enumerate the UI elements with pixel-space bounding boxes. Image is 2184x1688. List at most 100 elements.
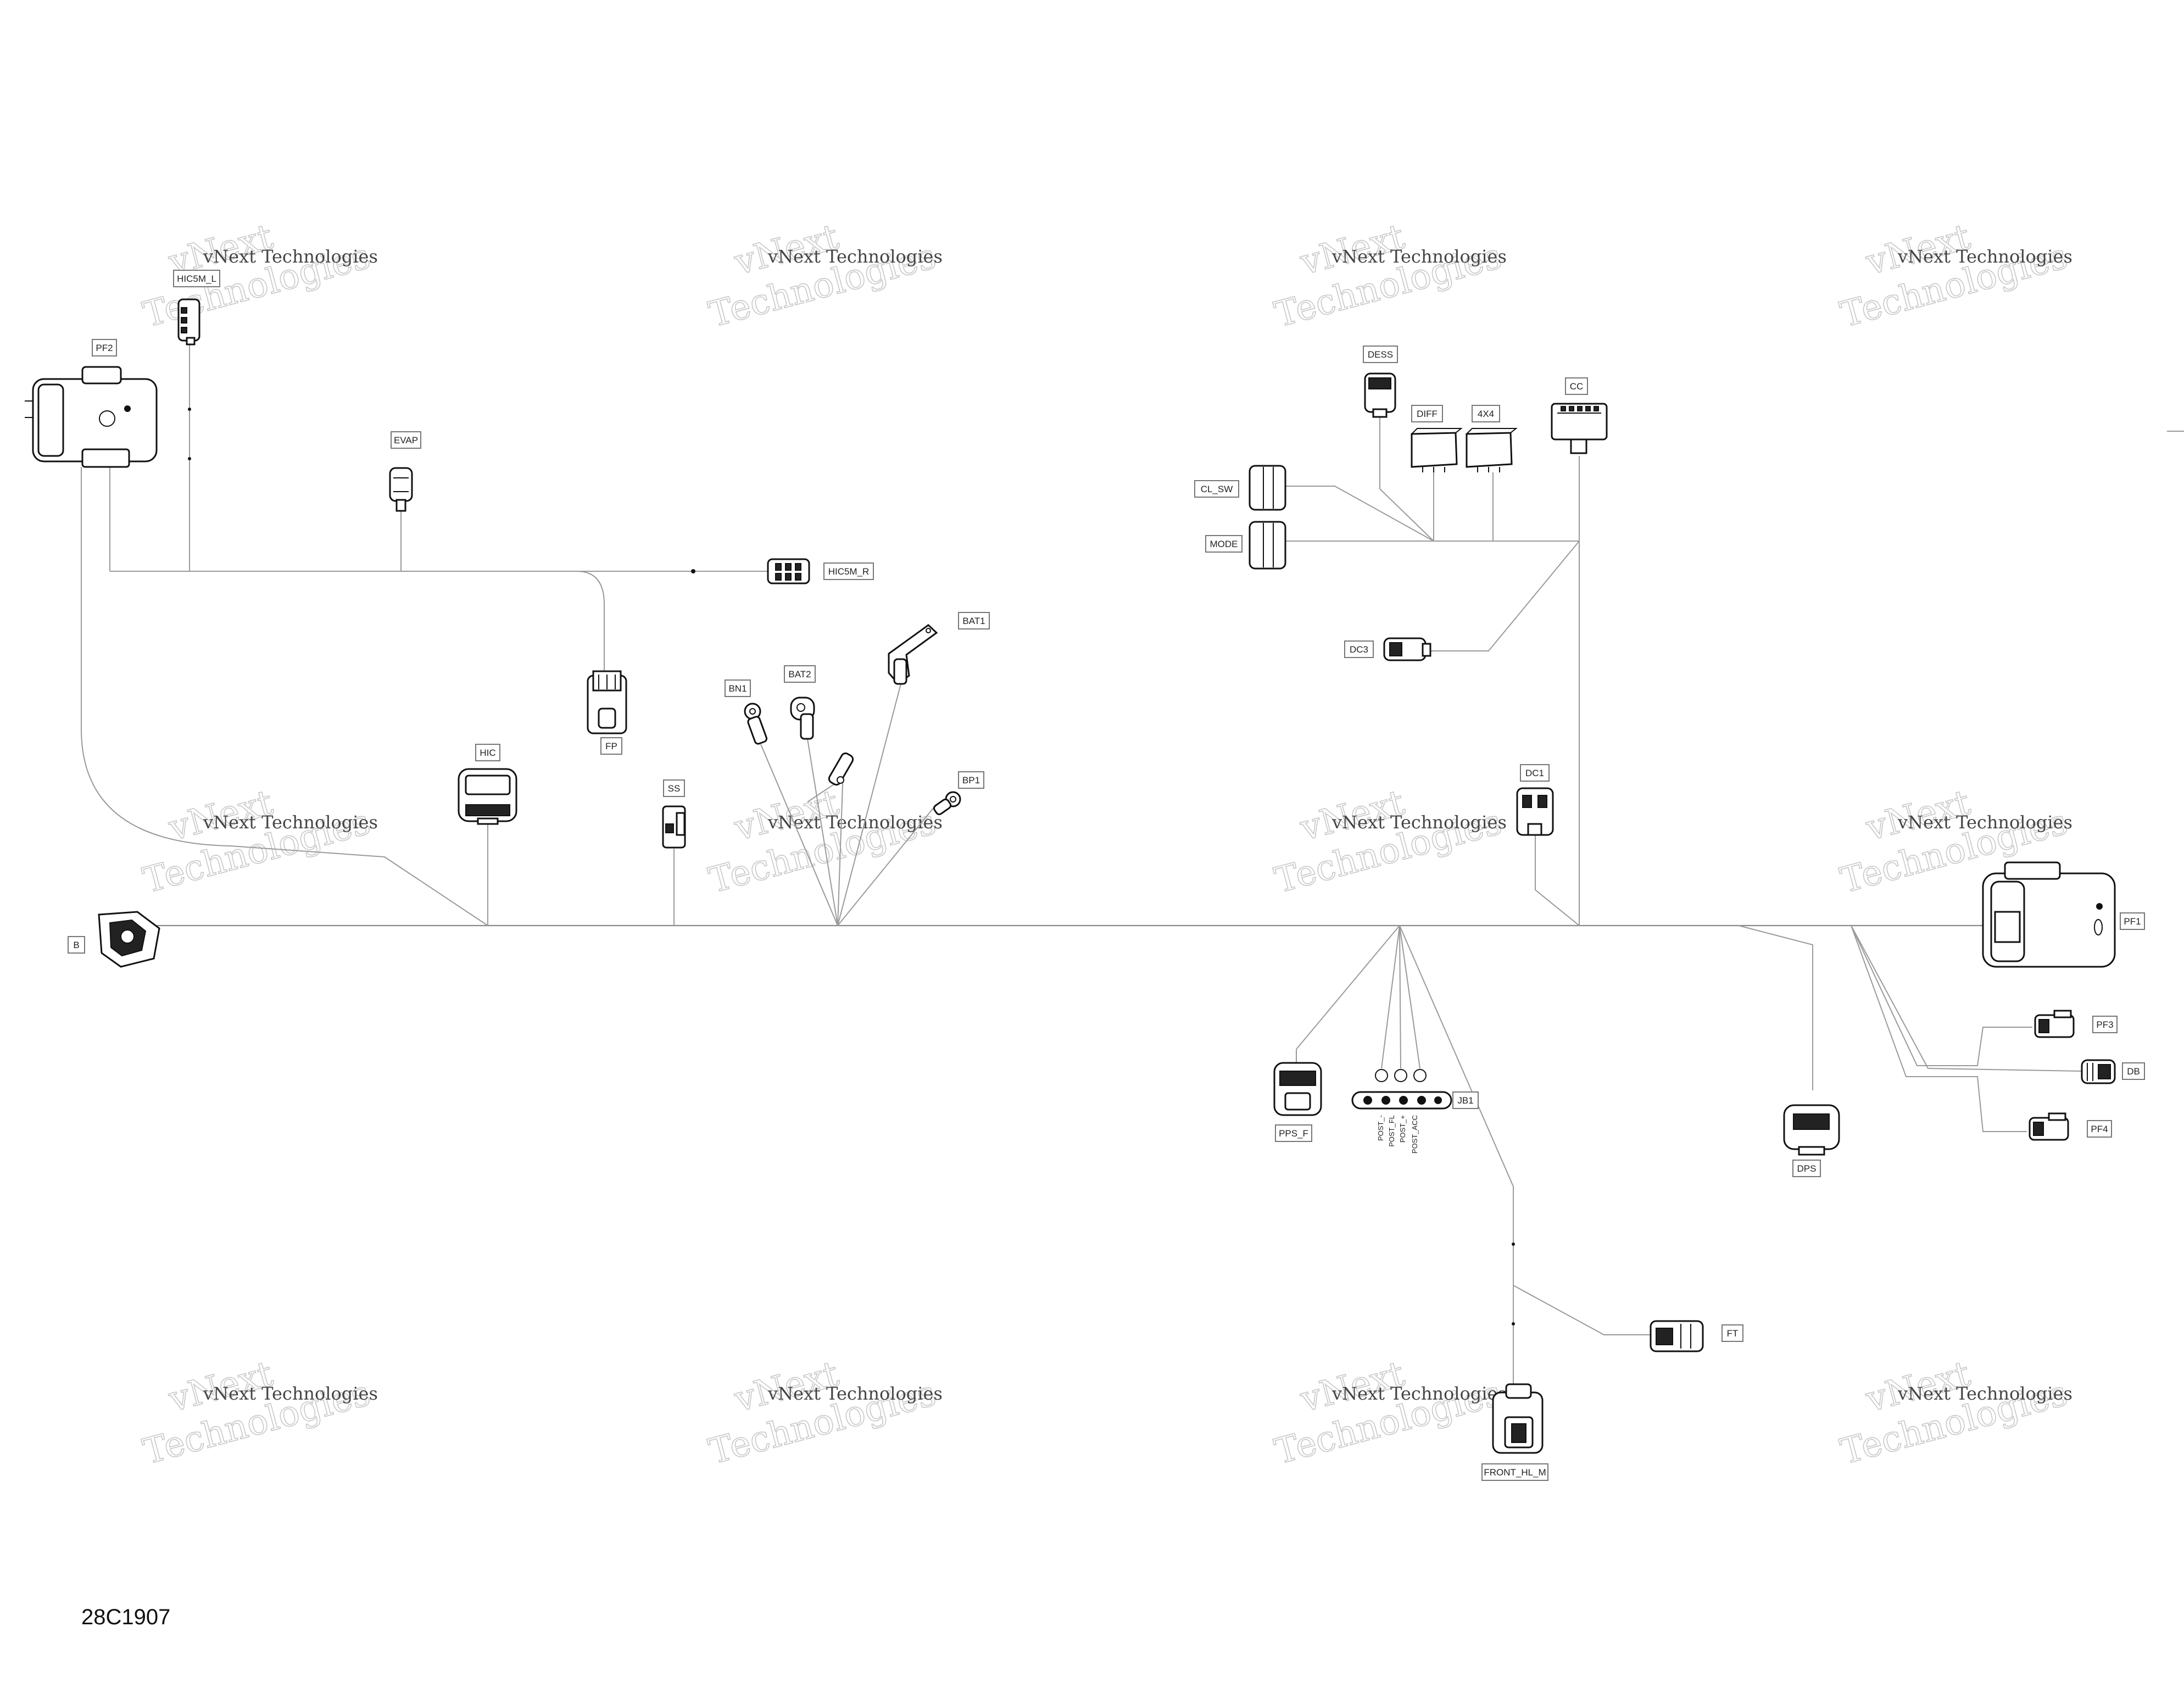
bat2-wire [807, 738, 838, 926]
label-4x4: 4X4 [1472, 405, 1500, 422]
label-pf1-text: PF1 [2124, 916, 2141, 927]
db-connector[interactable] [2081, 1059, 2116, 1084]
ft-connector[interactable] [1650, 1320, 1704, 1352]
label-db-text: DB [2127, 1066, 2140, 1077]
front-hl-m-connector[interactable] [1492, 1383, 1544, 1454]
label-bp1: BP1 [958, 771, 984, 789]
label-diff-text: DIFF [1417, 409, 1438, 419]
mode-connector[interactable] [1249, 521, 1286, 570]
dc3-connector[interactable] [1383, 637, 1431, 661]
fp-connector[interactable] [587, 670, 627, 734]
label-db: DB [2122, 1062, 2145, 1080]
watermark-small: vNext Technologies [1331, 246, 1507, 267]
diff-connector[interactable] [1411, 428, 1463, 472]
connectors-layer [25, 298, 2116, 1454]
label-hic5m-l-text: HIC5M_L [177, 274, 216, 284]
inline-fuse-terminal[interactable] [827, 752, 854, 787]
splice-dot [188, 408, 191, 411]
label-dess: DESS [1363, 346, 1398, 363]
label-pf4: PF4 [2087, 1120, 2112, 1138]
label-bat1: BAT1 [958, 612, 990, 629]
jb1-junction-block[interactable] [1351, 1069, 1452, 1110]
hic-connector[interactable] [458, 768, 517, 825]
bn1-ring-terminal[interactable] [744, 703, 768, 745]
dps-wire [1738, 925, 1813, 1090]
watermark-small: vNext Technologies [1331, 1383, 1507, 1404]
pf3-connector[interactable] [2034, 1010, 2075, 1038]
dess-connector[interactable] [1364, 372, 1396, 418]
b-connector[interactable] [98, 911, 160, 968]
cc-connector[interactable] [1551, 403, 1608, 454]
pf1-connector[interactable] [1982, 861, 2116, 968]
jb1-wire-1 [1381, 925, 1400, 1069]
splice-dot [1512, 1322, 1515, 1325]
watermark-small: vNext Technologies [1331, 812, 1507, 833]
watermark-small: vNext Technologies [767, 1383, 943, 1404]
ft-wire [1513, 1285, 1651, 1335]
label-cc-text: CC [1570, 381, 1584, 392]
4x4-connector[interactable] [1466, 428, 1518, 472]
bp1-ring-terminal[interactable] [933, 791, 961, 816]
dps-connector[interactable] [1783, 1104, 1840, 1156]
label-b: B [68, 936, 85, 954]
harness-wires [81, 343, 2184, 1428]
dc1-connector[interactable] [1516, 787, 1554, 836]
label-ss-text: SS [668, 783, 681, 794]
label-pf4-text: PF4 [2091, 1124, 2108, 1134]
dc1-wire [1535, 835, 1580, 926]
pf2-trunk-wire [81, 467, 488, 926]
jb1-wire-2 [1399, 925, 1401, 1069]
label-pf2: PF2 [92, 339, 117, 356]
pf3-wire [1851, 925, 2032, 1066]
pps-f-connector[interactable] [1273, 1062, 1322, 1116]
watermark-small: vNext Technologies [203, 812, 378, 833]
label-front-hl-m: FRONT_HL_M [1481, 1463, 1548, 1481]
watermark-layer: vNext Technologies vNext Technologies vN… [138, 216, 2072, 1473]
label-pps-f-text: PPS_F [1279, 1128, 1308, 1139]
bat1-wire [837, 683, 901, 926]
bat2-terminal[interactable] [790, 697, 815, 740]
label-hic: HIC [475, 744, 500, 761]
label-cl-sw-text: CL_SW [1201, 484, 1233, 494]
watermark-small: vNext Technologies [203, 1383, 378, 1404]
hic5m-r-connector[interactable] [767, 558, 810, 584]
label-cl-sw: CL_SW [1194, 480, 1239, 498]
drawing-number: 28C1907 [81, 1605, 170, 1629]
label-pf2-text: PF2 [96, 343, 113, 353]
label-jb1: JB1 [1452, 1091, 1479, 1109]
watermark-small: vNext Technologies [767, 246, 943, 267]
label-bp1-text: BP1 [962, 775, 980, 785]
label-fp: FP [600, 737, 622, 755]
label-front-hl-m-text: FRONT_HL_M [1484, 1467, 1546, 1478]
label-jb1-text: JB1 [1457, 1095, 1473, 1106]
fp-drop-wire [576, 571, 605, 673]
label-dc3: DC3 [1344, 640, 1374, 658]
watermark-small: vNext Technologies [203, 246, 378, 267]
label-dps: DPS [1792, 1160, 1821, 1177]
evap-connector[interactable] [389, 467, 413, 512]
label-pf1: PF1 [2120, 912, 2145, 930]
label-pf3-text: PF3 [2096, 1020, 2113, 1030]
front-hl-wire [1399, 925, 1514, 1428]
pf2-connector[interactable] [25, 366, 158, 468]
pps-f-wire [1296, 925, 1400, 1050]
watermark-small: vNext Technologies [1897, 812, 2072, 833]
db-wire [1851, 925, 2082, 1072]
label-hic-text: HIC [480, 748, 495, 758]
labels-layer: PF2 HIC5M_L EVAP HIC5M_R FP HIC SS BN1 [68, 270, 2145, 1481]
hic5m-l-connector[interactable] [177, 298, 200, 346]
dc3-wire [1428, 541, 1580, 651]
label-pps-f: PPS_F [1275, 1124, 1312, 1142]
ss-connector[interactable] [662, 805, 686, 849]
label-ft: FT [1721, 1324, 1743, 1342]
label-dc1-text: DC1 [1525, 768, 1544, 778]
cl-sw-connector[interactable] [1249, 465, 1286, 511]
jb1-wire-3 [1399, 925, 1420, 1069]
pf4-connector[interactable] [2029, 1112, 2069, 1141]
label-diff: DIFF [1411, 405, 1443, 422]
bat1-terminal[interactable] [888, 624, 938, 686]
label-bn1-text: BN1 [728, 683, 746, 694]
label-hic5m-l: HIC5M_L [173, 270, 220, 287]
jb1-post-label: POST_- [1377, 1115, 1385, 1141]
